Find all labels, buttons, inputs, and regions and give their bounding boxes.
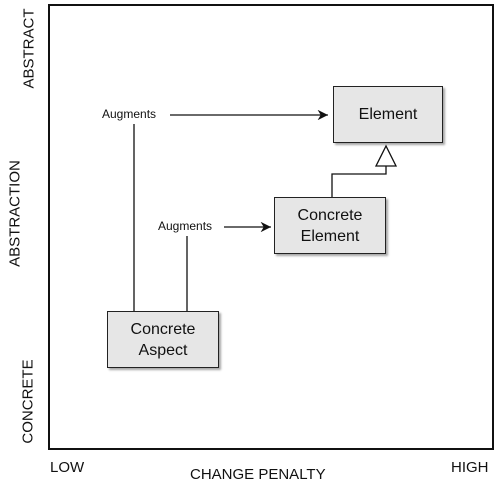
x-axis-high: HIGH xyxy=(451,459,489,476)
concrete-element-box: Concrete Element xyxy=(274,197,386,254)
x-axis-title: CHANGE PENALTY xyxy=(190,466,326,483)
x-axis-low: LOW xyxy=(50,459,85,476)
augments-top-label: Augments xyxy=(102,107,157,121)
inheritance-line xyxy=(331,166,387,197)
augments-middle-label: Augments xyxy=(158,219,213,233)
y-axis-concrete: CONCRETE xyxy=(19,359,37,444)
inheritance-triangle xyxy=(374,144,398,167)
y-axis-abstract: ABSTRACT xyxy=(20,8,38,89)
element-box: Element xyxy=(333,86,443,143)
concrete-aspect-box: Concrete Aspect xyxy=(107,311,219,368)
y-axis-title: ABSTRACTION xyxy=(6,160,24,267)
diagram-frame xyxy=(48,4,494,450)
